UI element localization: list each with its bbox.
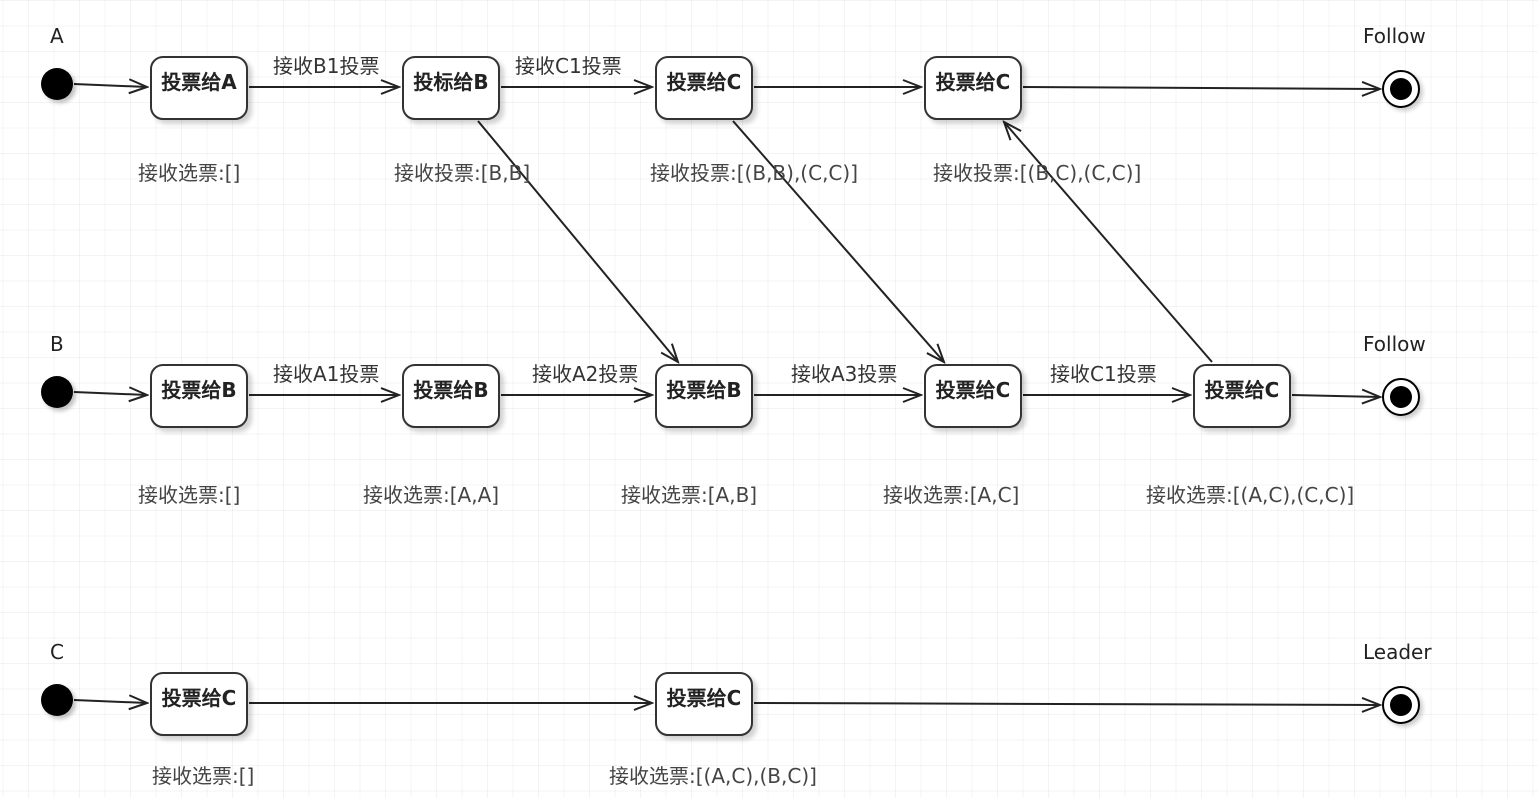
state-c-2[interactable]: 投票给C xyxy=(655,672,753,736)
state-a-1[interactable]: 投票给A xyxy=(150,56,248,120)
note-c-2: 接收选票:[(A,C),(B,C)] xyxy=(609,764,817,788)
start-node-a xyxy=(41,68,73,100)
transition-a-final xyxy=(1022,87,1380,89)
state-a-4[interactable]: 投票给C xyxy=(924,56,1022,120)
state-a-2[interactable]: 投标给B xyxy=(402,56,500,120)
note-a-4: 接收投票:[(B,C),(C,C)] xyxy=(933,161,1142,185)
lane-label-a: A xyxy=(50,24,64,48)
note-b-4: 接收选票:[A,C] xyxy=(883,483,1020,507)
start-node-c xyxy=(41,684,73,716)
state-a-3[interactable]: 投票给C xyxy=(655,56,753,120)
note-b-5: 接收选票:[(A,C),(C,C)] xyxy=(1146,483,1355,507)
edge-label-b-4: 接收C1投票 xyxy=(1050,362,1157,386)
edge-label-a-1: 接收B1投票 xyxy=(273,54,380,78)
lane-result-c: Leader xyxy=(1363,640,1432,664)
transition-a-start xyxy=(73,84,147,87)
lane-result-b: Follow xyxy=(1363,332,1426,356)
edge-label-b-3: 接收A3投票 xyxy=(791,362,898,386)
lane-label-c: C xyxy=(50,640,64,664)
start-node-b xyxy=(41,376,73,408)
state-b-3[interactable]: 投票给B xyxy=(655,364,753,428)
lane-result-a: Follow xyxy=(1363,24,1426,48)
edge-label-b-2: 接收A2投票 xyxy=(532,362,639,386)
final-node-b xyxy=(1382,378,1420,416)
edge-label-b-1: 接收A1投票 xyxy=(273,362,380,386)
note-a-1: 接收选票:[] xyxy=(138,161,241,185)
state-b-2[interactable]: 投票给B xyxy=(402,364,500,428)
state-b-5[interactable]: 投票给C xyxy=(1193,364,1291,428)
note-b-2: 接收选票:[A,A] xyxy=(363,483,500,507)
note-b-3: 接收选票:[A,B] xyxy=(621,483,758,507)
message-b5-to-a4 xyxy=(1004,122,1213,363)
note-b-1: 接收选票:[] xyxy=(138,483,241,507)
transition-b-final xyxy=(1291,395,1380,397)
final-node-c xyxy=(1382,686,1420,724)
final-node-a xyxy=(1382,70,1420,108)
transition-c-final xyxy=(753,703,1380,705)
state-b-4[interactable]: 投票给C xyxy=(924,364,1022,428)
state-b-1[interactable]: 投票给B xyxy=(150,364,248,428)
note-a-2: 接收投票:[B,B] xyxy=(394,161,531,185)
note-c-1: 接收选票:[] xyxy=(152,764,255,788)
note-a-3: 接收投票:[(B,B),(C,C)] xyxy=(650,161,858,185)
edge-label-a-2: 接收C1投票 xyxy=(515,54,622,78)
message-a3-to-b4 xyxy=(732,120,944,362)
transition-c-start xyxy=(73,700,147,703)
state-c-1[interactable]: 投票给C xyxy=(150,672,248,736)
lane-label-b: B xyxy=(50,332,64,356)
transition-b-start xyxy=(73,392,147,395)
message-a2-to-b3 xyxy=(477,120,678,362)
